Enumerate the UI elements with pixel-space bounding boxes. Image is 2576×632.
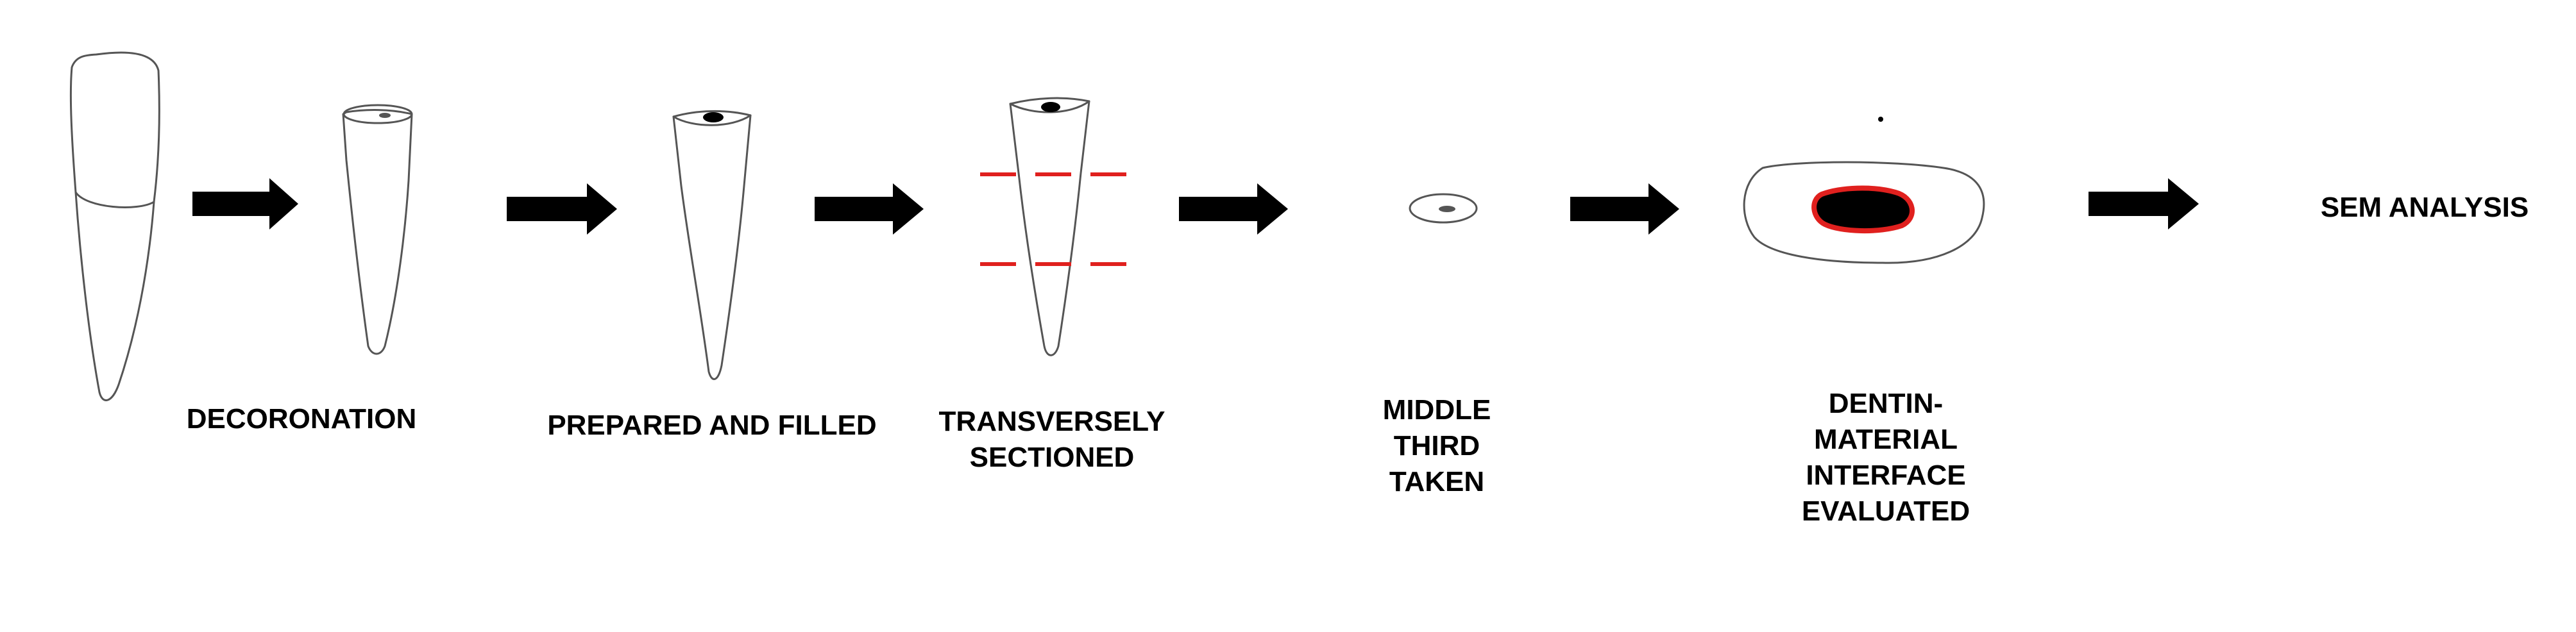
label-sem-analysis: SEM ANALYSIS	[2296, 190, 2553, 226]
label-line: THIRD	[1393, 430, 1480, 462]
label-line: DECORONATION	[186, 403, 417, 435]
label-line: EVALUATED	[1801, 495, 1970, 527]
label-line: MIDDLE	[1382, 394, 1491, 426]
intact-tooth-drawing	[69, 51, 160, 401]
flow-arrows	[192, 178, 2199, 235]
label-line: TRANSVERSELY	[938, 406, 1165, 437]
label-line: DENTIN-	[1828, 388, 1944, 419]
section-cut-lines	[980, 172, 1134, 266]
sectioned-root-drawing	[1009, 97, 1090, 356]
label-prepared-and-filled: PREPARED AND FILLED	[532, 408, 892, 444]
label-line: INTERFACE	[1806, 460, 1966, 491]
label-line: SECTIONED	[969, 442, 1135, 473]
label-line: SEM ANALYSIS	[2320, 192, 2529, 223]
arrow-2	[507, 183, 617, 235]
label-transversely-sectioned: TRANSVERSELY SECTIONED	[936, 404, 1167, 476]
root-canal-opening-1	[379, 113, 391, 118]
prepared-filled-root-drawing	[672, 110, 752, 380]
label-dentin-material-interface-evaluated: DENTIN- MATERIAL INTERFACE EVALUATED	[1770, 386, 2001, 529]
label-line: TAKEN	[1389, 466, 1485, 497]
arrow-3	[815, 183, 924, 235]
filled-canal-2	[1041, 102, 1060, 112]
interface-slice-drawing	[1743, 161, 1985, 264]
arrow-1	[192, 178, 298, 229]
filled-canal-1	[703, 112, 724, 122]
arrow-6	[2089, 178, 2199, 229]
label-middle-third-taken: MIDDLE THIRD TAKEN	[1334, 392, 1539, 500]
stray-mark	[1878, 117, 1883, 122]
arrow-4	[1179, 183, 1288, 235]
label-decoronation: DECORONATION	[186, 401, 417, 437]
arrow-5	[1570, 183, 1679, 235]
label-line: PREPARED AND FILLED	[547, 410, 877, 441]
middle-third-slice-drawing	[1409, 193, 1478, 224]
label-line: MATERIAL	[1813, 424, 1958, 455]
decoronated-root-drawing	[342, 104, 413, 355]
